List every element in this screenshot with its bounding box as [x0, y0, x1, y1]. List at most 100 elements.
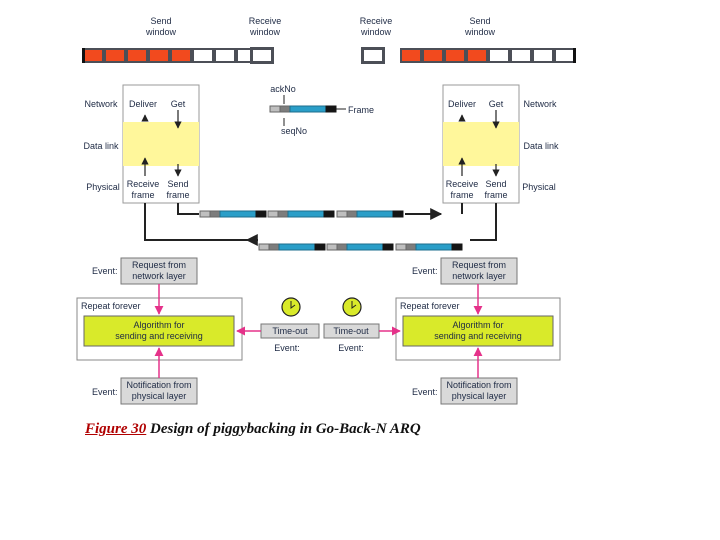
right-send-window [400, 48, 576, 63]
window-slot [128, 50, 146, 61]
left-request-event-label: Event: [92, 266, 118, 276]
right-algorithm-box [402, 315, 554, 347]
window-slot [150, 50, 168, 61]
frame-seqno-field [336, 210, 348, 218]
channel-frame [336, 210, 404, 218]
window-slot [446, 50, 464, 61]
event-arrows [154, 284, 483, 378]
frame-label: Frame [348, 105, 374, 115]
frame-ackno-field [209, 210, 221, 218]
frame-data-field [346, 243, 384, 251]
window-slot [172, 50, 190, 61]
seqno-label: seqNo [281, 126, 307, 136]
frame-ackno-field [277, 210, 289, 218]
right-layer-stack [442, 84, 520, 204]
frame-trailer-field [382, 243, 394, 251]
frame-data-field [287, 210, 325, 218]
frame-seqno-field [395, 243, 407, 251]
ackno-label: ackNo [270, 84, 296, 94]
right-repeat-label: Repeat forever [400, 301, 460, 311]
right-notification-box [440, 377, 518, 405]
right-deliver-label: Deliver [448, 99, 476, 109]
left-algorithm-box [83, 315, 235, 347]
right-network-label: Network [523, 99, 557, 109]
frame-data-field [219, 210, 257, 218]
window-slot [512, 50, 530, 61]
left-notification-event-label: Event: [92, 387, 118, 397]
frame-data-field [289, 105, 327, 113]
window-slot [364, 50, 382, 61]
right-timer-clock-icon [342, 297, 362, 317]
window-slot [424, 50, 442, 61]
channel-frame [199, 210, 267, 218]
left-repeat-label: Repeat forever [81, 301, 141, 311]
frame-ackno-field [279, 105, 291, 113]
frame-format-strip [269, 105, 337, 113]
channel-frame [395, 243, 463, 251]
window-slot [84, 50, 102, 61]
frame-seqno-field [258, 243, 270, 251]
figure-caption: Figure 30 Design of piggybacking in Go-B… [85, 421, 421, 438]
frame-seqno-field [326, 243, 338, 251]
channel-frame [326, 243, 394, 251]
left-timeout-event-label: Event: [274, 343, 300, 353]
channel [144, 203, 497, 246]
frame-seqno-field [199, 210, 211, 218]
frame-data-field [415, 243, 453, 251]
figure-caption-text: Design of piggybacking in Go-Back-N ARQ [146, 421, 421, 437]
window-slot [216, 50, 234, 61]
left-layer-stack [122, 84, 200, 204]
right-physical-label: Physical [522, 182, 556, 192]
right-timeout-label: Time-out [333, 326, 369, 336]
frame-ackno-field [268, 243, 280, 251]
window-slot [534, 50, 552, 61]
right-request-event-label: Event: [412, 266, 438, 276]
right-get-label: Get [489, 99, 504, 109]
left-send-window [82, 48, 258, 63]
left-get-label: Get [171, 99, 186, 109]
frame-trailer-field [323, 210, 335, 218]
frame-ackno-field [336, 243, 348, 251]
right-notification-event-label: Event: [412, 387, 438, 397]
window-slot [468, 50, 486, 61]
right-receive-window [361, 47, 385, 64]
left-physical-label: Physical [86, 182, 120, 192]
window-slot [238, 50, 256, 61]
channel-frame [258, 243, 326, 251]
window-slot [106, 50, 124, 61]
window-slot [253, 50, 271, 61]
frame-trailer-field [255, 210, 267, 218]
frame-trailer-field [451, 243, 463, 251]
left-network-label: Network [84, 99, 118, 109]
right-data-link-label: Data link [523, 141, 559, 151]
left-timeout-label: Time-out [272, 326, 308, 336]
left-data-link-label: Data link [83, 141, 119, 151]
figure-number: Figure 30 [85, 421, 147, 437]
channel-frame [267, 210, 335, 218]
frame-data-field [278, 243, 316, 251]
window-slot [402, 50, 420, 61]
right-request-box [440, 257, 518, 285]
frame-trailer-field [392, 210, 404, 218]
frame-ackno-field [405, 243, 417, 251]
right-timeout-event-label: Event: [338, 343, 364, 353]
window-slot [490, 50, 508, 61]
frame-trailer-field [314, 243, 326, 251]
left-timer-clock-icon [281, 297, 301, 317]
frame-format-legend [283, 95, 346, 126]
frame-trailer-field [325, 105, 337, 113]
